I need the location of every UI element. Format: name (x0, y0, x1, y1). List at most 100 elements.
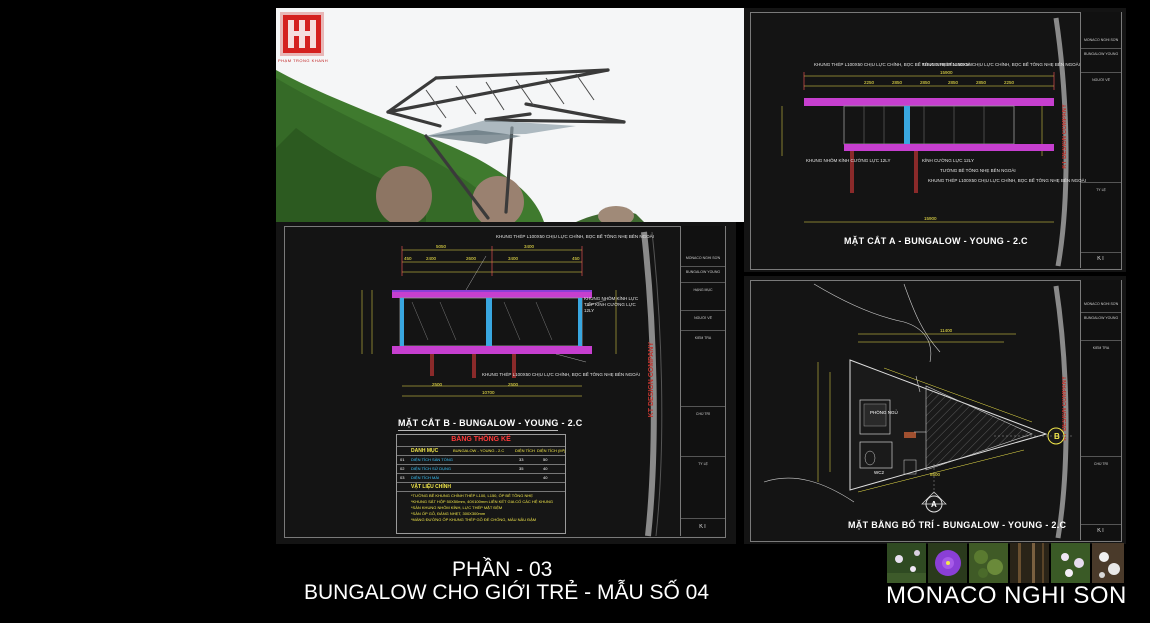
stats-row-2-name: DIỆN TÍCH SỬ DỤNG (411, 466, 452, 471)
stats-header-name: BUNGALOW - YOUNG - 2.C (453, 448, 505, 453)
section-b-panel: KT DESIGN COMPANY MONACO NGHI SƠN BUNGAL… (276, 222, 736, 544)
section-a-dim-sub-5: 2850 (976, 80, 987, 85)
section-b-dim-sub-5: 450 (572, 256, 580, 261)
flower-thumb-icon (969, 543, 1008, 583)
stats-header-category: DANH MỤC (411, 448, 439, 454)
drawing-frame (284, 226, 726, 538)
part-subtitle: BUNGALOW CHO GIỚI TRẺ - MẪU SỐ 04 (304, 581, 710, 604)
stats-materials-title: VẬT LIỆU CHÍNH (411, 484, 451, 490)
section-a-panel: KT DESIGN COMPANY MONACO NGHI SƠN BUNGAL… (744, 8, 1126, 272)
tb-p-lead: CHỦ TRÌ (1093, 462, 1109, 466)
section-b-note-right: KHUNG NHÔM KÍNH LỰC TIẾP KÍNH CƯỜNG LỰC … (584, 296, 639, 313)
section-a-note-top-right: KHUNG THÉP L100X50 CHỊU LỰC CHÍNH, BỌC B… (922, 62, 1080, 67)
section-a-note-bottom: KHUNG THÉP L100X50 CHỊU LỰC CHÍNH, BỌC B… (928, 178, 1086, 183)
render-3d-illustration (276, 68, 644, 222)
stats-row-3-m2: 40 (543, 475, 548, 480)
stats-row-2-m2: 40 (543, 466, 548, 471)
section-a-dim-top: 15900 (940, 70, 953, 75)
plan-room-bed: PHÒNG NGỦ (870, 410, 898, 415)
stats-material-5: *MÀNG ĐƯỜNG ỐP KHUNG THÉP GỖ ĐỂ CHỐNG, M… (411, 517, 537, 522)
section-a-note-mid-center: KÍNH CƯỜNG LỰC 12LY (922, 158, 974, 163)
tb-a-scale: TỶ LỆ (1096, 188, 1106, 192)
tb-project: MONACO NGHI SƠN (685, 256, 721, 260)
drawing-frame-a (750, 12, 1122, 270)
plan-room-wc: WC2 (874, 470, 884, 475)
flower-thumb-icon (1092, 543, 1124, 583)
plan-panel: KT DESIGN COMPANY MONACO NGHI SƠN BUNGAL… (744, 276, 1126, 544)
flower-thumb-icon (1051, 543, 1090, 583)
section-b-dim-top-2: 3400 (524, 244, 535, 249)
plan-title: MẶT BẰNG BỐ TRÍ - BUNGALOW - YOUNG - 2.C (848, 520, 1067, 530)
stats-row-2-area: 35 (519, 466, 524, 471)
stats-row-1-name: DIỆN TÍCH SÀN TỔNG (411, 457, 453, 462)
tb-p-code: KT (1097, 528, 1105, 534)
stats-table: BẢNG THỐNG KÊ DANH MỤC BUNGALOW - YOUNG … (396, 434, 566, 534)
section-a-dim-sub-6: 2250 (1004, 80, 1015, 85)
tb-p-checker: KIỂM TRA (1092, 346, 1110, 350)
stats-row-3-name: DIỆN TÍCH MÁI (411, 475, 440, 480)
stats-row-1-area: 33 (519, 457, 524, 462)
flower-thumb-icon (1010, 543, 1049, 583)
section-a-note-mid-left: KHUNG NHÔM KÍNH CƯỜNG LỰC 12LY (806, 158, 891, 163)
section-b-dim-sub-3: 2600 (466, 256, 477, 261)
stats-material-1: *TƯỜNG BÊ KHUNG CHÍNH THÉP L100, L150, Ố… (411, 493, 533, 498)
render-3d-panel: PHẠM TRỌNG KHANH (276, 8, 744, 222)
tb-item: BUNGALOW YOUNG (685, 270, 721, 274)
plan-dim-bottom: 8500 (930, 472, 941, 477)
stats-row-2-no: 02 (400, 466, 405, 471)
plan-marker-b: B (1054, 432, 1060, 441)
tb-p-project: MONACO NGHI SƠN (1084, 302, 1118, 306)
tb-checker: KIỂM TRA (694, 336, 712, 340)
tb-category: HẠNG MỤC (693, 288, 713, 292)
tb-code: KT (699, 524, 707, 530)
section-a-dim-sub-2: 2850 (892, 80, 903, 85)
flower-thumb-icon (928, 543, 967, 583)
tb-p-item: BUNGALOW YOUNG (1084, 316, 1118, 320)
section-b-dim-bottom-2: 2500 (508, 382, 519, 387)
section-b-note-bottom: KHUNG THÉP L100X50 CHỊU LỰC CHÍNH, BỌC B… (482, 372, 640, 377)
drawing-frame-plan (750, 280, 1122, 542)
section-b-dim-sub-2: 2400 (426, 256, 437, 261)
plan-dim-top: 11400 (940, 328, 953, 333)
section-b-title: MẶT CẮT B - BUNGALOW - YOUNG - 2.C (398, 418, 583, 428)
tb-a-item: BUNGALOW YOUNG (1084, 52, 1118, 56)
stats-row-1-no: 01 (400, 457, 405, 462)
tb-a-project: MONACO NGHI SƠN (1084, 38, 1118, 42)
plan-drawing (763, 283, 1072, 513)
section-a-title: MẶT CẮT A - BUNGALOW - YOUNG - 2.C (844, 236, 1028, 246)
tb-lead: CHỦ TRÌ (695, 412, 711, 416)
stats-material-4: *SÀN ỐP GỖ, ĐÁNG NHẸT, 300X300mm (411, 511, 486, 516)
titleblock-curve-a (1053, 17, 1069, 267)
tb-drawer: NGƯỜI VẼ (694, 316, 712, 320)
section-b-note-top: KHUNG THÉP L100X50 CHỊU LỰC CHÍNH, BỌC B… (496, 234, 654, 239)
titleblock: MONACO NGHI SƠN BUNGALOW YOUNG HẠNG MỤC … (680, 226, 725, 536)
tb-scale: TỶ LỆ (698, 462, 708, 466)
section-a-drawing (781, 72, 1055, 223)
brand-name: MONACO NGHI SON (886, 582, 1127, 609)
part-number: PHẦN - 03 (452, 558, 553, 581)
section-b-dim-top-1: 5050 (436, 244, 447, 249)
section-b-dim-sub-1: 450 (404, 256, 412, 261)
stats-material-3: *SÀN KHUNG NHÔM KÍNH, LỰC THÉP MẶT ĐỆM (411, 505, 503, 510)
titleblock-plan: MONACO NGHI SƠN BUNGALOW YOUNG KIỂM TRA … (1080, 280, 1121, 540)
tb-a-drawer: NGƯỜI VẼ (1092, 78, 1110, 82)
titleblock-a: MONACO NGHI SƠN BUNGALOW YOUNG NGƯỜI VẼ … (1080, 12, 1121, 268)
stats-header-area-m2: DIỆN TÍCH (M²) (537, 448, 566, 453)
titleblock-curve (641, 231, 663, 537)
stats-header-area: DIỆN TÍCH (515, 448, 535, 453)
section-a-note-mid-right: TƯỜNG BÊ TÔNG NHẸ BÊN NGOÀI (940, 168, 1016, 173)
plan-marker-a: A (931, 500, 937, 509)
section-a-dim-sub-4: 2850 (948, 80, 959, 85)
logo-caption: PHẠM TRỌNG KHANH (278, 58, 329, 63)
section-a-dim-sub-3: 2850 (920, 80, 931, 85)
stats-material-2: *KHUNG SẮT HỘP 50X50mm, 40X100mm LIÊN KẾ… (411, 499, 554, 504)
section-a-note-top-left: KHUNG THÉP L100X50 CHỊU LỰC CHÍNH, BỌC B… (814, 62, 972, 67)
logo-mark (280, 12, 324, 56)
flower-thumb-icon (887, 543, 926, 583)
section-a-dim-sub-1: 2250 (864, 80, 875, 85)
section-b-dim-bottom-1: 2500 (432, 382, 443, 387)
section-b-dim-total: 10700 (482, 390, 495, 395)
section-a-dim-total: 15900 (924, 216, 937, 221)
section-b-dim-sub-4: 3400 (508, 256, 519, 261)
stats-row-1-m2: 50 (543, 457, 548, 462)
